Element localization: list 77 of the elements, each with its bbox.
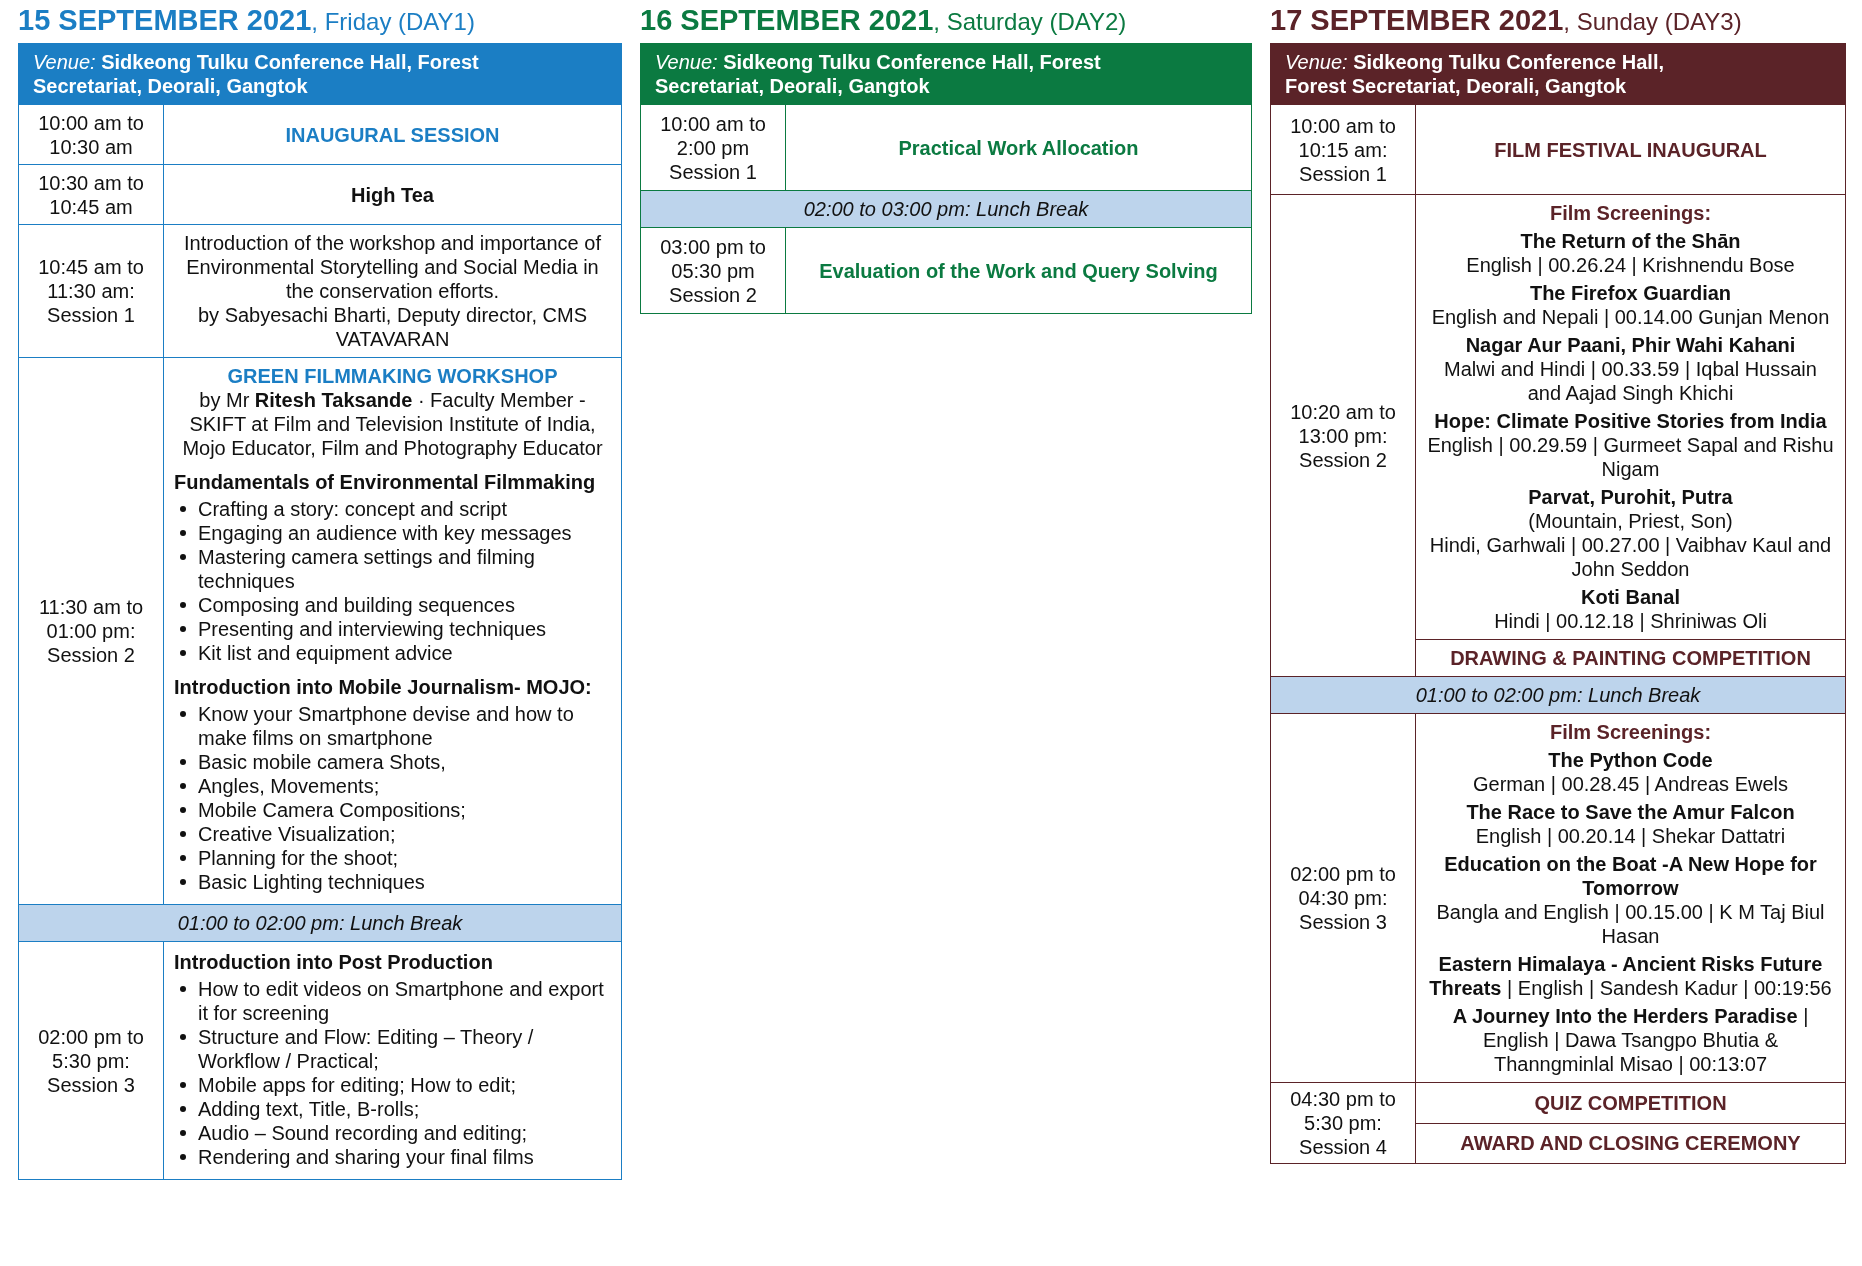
bullet-item: Composing and building sequences (198, 593, 515, 617)
venue-banner: Venue: Sidkeong Tulku Conference Hall, Forest Secretariat, Deorali, Gangtok (640, 43, 1252, 105)
session-time: 10:45 am to 11:30 am: Session 1 (18, 224, 164, 358)
venue-banner: Venue: Sidkeong Tulku Conference Hall, Forest Secretariat, Deorali, Gangtok (18, 43, 622, 105)
session-time: 03:00 pm to 05:30 pm Session 2 (640, 227, 786, 314)
session-time: 02:00 pm to 04:30 pm: Session 3 (1270, 713, 1416, 1083)
section-heading: Introduction into Mobile Journalism- MOJO: (174, 675, 593, 699)
bullet-item: Engaging an audience with key messages (198, 521, 572, 545)
session-time: 10:20 am to 13:00 pm: Session 2 (1270, 194, 1416, 677)
film-title: Parvat, Purohit, Putra (1527, 485, 1734, 509)
event-title: Evaluation of the Work and Query Solving (818, 258, 1219, 283)
venue-banner: Venue: Sidkeong Tulku Conference Hall, Forest Secretariat, Deorali, Gangtok (1270, 43, 1846, 105)
session-time: 10:00 am to 2:00 pm Session 1 (640, 104, 786, 191)
bullet-item: Basic Lighting techniques (198, 870, 425, 894)
film-entry: Eastern Himalaya - Ancient Risks Future Threats | English | Sandesh Kadur | 00:19:56 (1428, 952, 1833, 1000)
film-title: Hope: Climate Positive Stories from India (1433, 409, 1828, 433)
bullet-item: Planning for the shoot; (198, 846, 399, 870)
film-details: English | 00.20.14 | Shekar Dattatri (1474, 824, 1787, 848)
bullet-item: Audio – Sound recording and editing; (198, 1121, 528, 1145)
section-heading: Introduction into Post Production (174, 950, 494, 974)
lunch-break-band: 02:00 to 03:00 pm: Lunch Break (640, 190, 1252, 228)
film-details: Bangla and English | 00.15.00 | K M Taj Biul Hasan (1435, 900, 1826, 948)
bullet-item: Angles, Movements; (198, 774, 380, 798)
film-details: English and Nepali | 00.14.00 Gunjan Menon (1430, 305, 1831, 329)
bullet-item: Creative Visualization; (198, 822, 396, 846)
lunch-break-band: 01:00 to 02:00 pm: Lunch Break (18, 904, 622, 942)
film-details: (Mountain, Priest, Son) (1527, 509, 1734, 533)
film-title: The Firefox Guardian (1528, 281, 1733, 305)
film-title: Nagar Aur Paani, Phir Wahi Kahani (1464, 333, 1797, 357)
lunch-break-band: 01:00 to 02:00 pm: Lunch Break (1270, 676, 1846, 714)
film-title: The Race to Save the Amur Falcon (1465, 800, 1796, 824)
bullet-item: Basic mobile camera Shots, (198, 750, 446, 774)
event-title: QUIZ COMPETITION (1533, 1090, 1728, 1115)
film-details: English | 00.29.59 | Gurmeet Sapal and Rishu Nigam (1426, 433, 1835, 481)
film-title: The Python Code (1547, 748, 1714, 772)
session-time: 10:30 am to 10:45 am (18, 164, 164, 225)
day-heading: 16 SEPTEMBER 2021, Saturday (DAY2) (640, 4, 1128, 37)
film-title: The Return of the Shān (1519, 229, 1742, 253)
bullet-item: Mobile apps for editing; How to edit; (198, 1073, 516, 1097)
session-time: 10:00 am to 10:15 am: Session 1 (1270, 104, 1416, 195)
event-title: INAUGURAL SESSION (284, 122, 501, 147)
bullet-item: Know your Smartphone devise and how to make films on smartphone (198, 702, 575, 750)
event-title: FILM FESTIVAL INAUGURAL (1493, 137, 1768, 162)
session-description: by Sabyesachi Bharti, Deputy director, CMS VATAVARAN (196, 303, 589, 351)
film-details: Hindi, Garhwali | 00.27.00 | Vaibhav Kaul and John Seddon (1428, 533, 1833, 581)
bullet-item: Structure and Flow: Editing – Theory / Workflow / Practical; (198, 1025, 535, 1073)
event-title: High Tea (350, 182, 435, 207)
bullet-item: Adding text, Title, B-rolls; (198, 1097, 420, 1121)
film-title: Education on the Boat -A New Hope for Tomorrow (1443, 852, 1818, 900)
bullet-item: Crafting a story: concept and script (198, 497, 508, 521)
bullet-item: How to edit videos on Smartphone and export it for screening (198, 977, 605, 1025)
film-details: Malwi and Hindi | 00.33.59 | Iqbal Hussain and Aajad Singh Khichi (1443, 357, 1818, 405)
session-time: 04:30 pm to 5:30 pm: Session 4 (1270, 1082, 1416, 1164)
film-title: Koti Banal (1580, 585, 1681, 609)
film-details: Hindi | 00.12.18 | Shriniwas Oli (1493, 609, 1768, 633)
bullet-item: Kit list and equipment advice (198, 641, 453, 665)
day-heading: 15 SEPTEMBER 2021, Friday (DAY1) (18, 4, 476, 37)
bullet-item: Presenting and interviewing techniques (198, 617, 546, 641)
event-title: AWARD AND CLOSING CEREMONY (1459, 1131, 1802, 1156)
film-entry: A Journey Into the Herders Paradise | English | Dawa Tsangpo Bhutia & Thanngminlal Misao | 00:13:07 (1451, 1004, 1810, 1076)
session-title: Film Screenings: (1548, 201, 1713, 225)
session-title: GREEN FILMMAKING WORKSHOP (226, 364, 559, 388)
bullet-item: Rendering and sharing your final films (198, 1145, 534, 1169)
session-title: Film Screenings: (1548, 720, 1713, 744)
session-time: 10:00 am to 10:30 am (18, 104, 164, 165)
film-details: German | 00.28.45 | Andreas Ewels (1472, 772, 1789, 796)
bullet-item: Mastering camera settings and filming techniques (198, 545, 536, 593)
session-time: 02:00 pm to 5:30 pm: Session 3 (18, 941, 164, 1180)
session-description: by Mr Ritesh Taksande · Faculty Member - SKIFT at Film and Television Institute of India, Mojo Educator, Film and Photography Educator (181, 388, 604, 460)
day-heading: 17 SEPTEMBER 2021, Sunday (DAY3) (1270, 4, 1743, 37)
event-title: Practical Work Allocation (897, 135, 1140, 160)
bullet-item: Mobile Camera Compositions; (198, 798, 466, 822)
session-description: Introduction of the workshop and importance of Environmental Storytelling and Social Media in the conservation efforts. (183, 231, 602, 303)
event-title: DRAWING & PAINTING COMPETITION (1449, 646, 1812, 670)
film-details: English | 00.26.24 | Krishnendu Bose (1465, 253, 1796, 277)
section-heading: Fundamentals of Environmental Filmmaking (174, 470, 597, 494)
session-time: 11:30 am to 01:00 pm: Session 2 (18, 357, 164, 905)
